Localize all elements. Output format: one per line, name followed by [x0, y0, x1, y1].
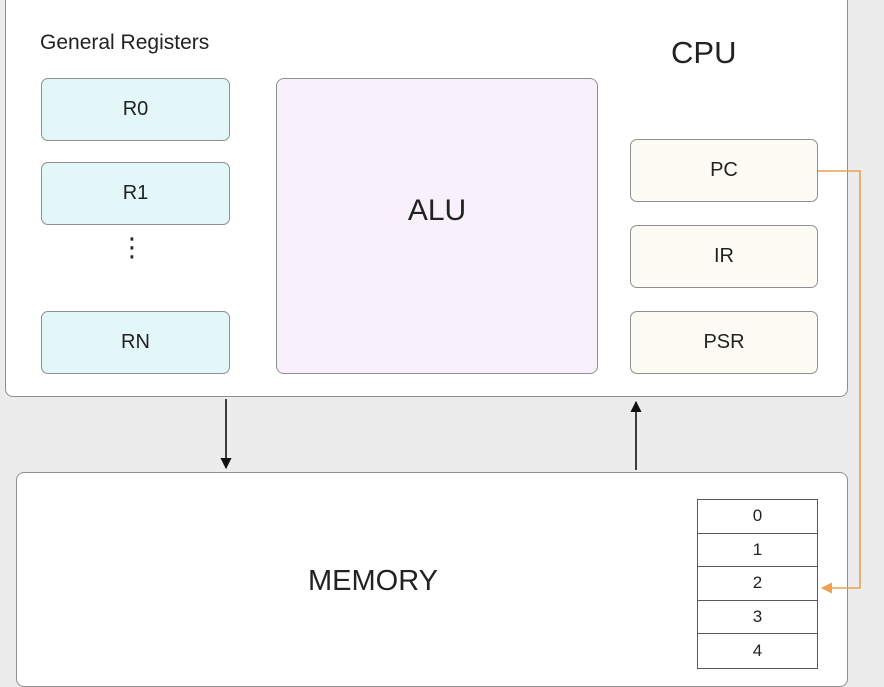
alu-block: ALU — [276, 78, 598, 374]
pc-pointer-arrow — [818, 170, 861, 594]
memory-cell-0: 0 — [698, 500, 817, 534]
memory-title: MEMORY — [308, 565, 438, 597]
register-psr: PSR — [630, 311, 818, 374]
memory-cell-4: 4 — [752, 641, 763, 661]
register-pc: PC — [630, 139, 818, 202]
alu-label: ALU — [407, 194, 467, 227]
general-registers-title: General Registers — [40, 31, 210, 54]
cpu-title: CPU — [671, 35, 737, 70]
register-rn: RN — [41, 311, 230, 374]
memory-cell-3: 3 — [698, 601, 817, 635]
memory-address-table: 0 1 2 3 4 — [697, 499, 818, 669]
register-r1: R1 — [41, 162, 230, 225]
register-ir: IR — [630, 225, 818, 288]
memory-cell-1: 1 — [698, 534, 817, 568]
register-r0: R0 — [41, 78, 230, 141]
memory-cell-2: 2 — [698, 567, 817, 601]
